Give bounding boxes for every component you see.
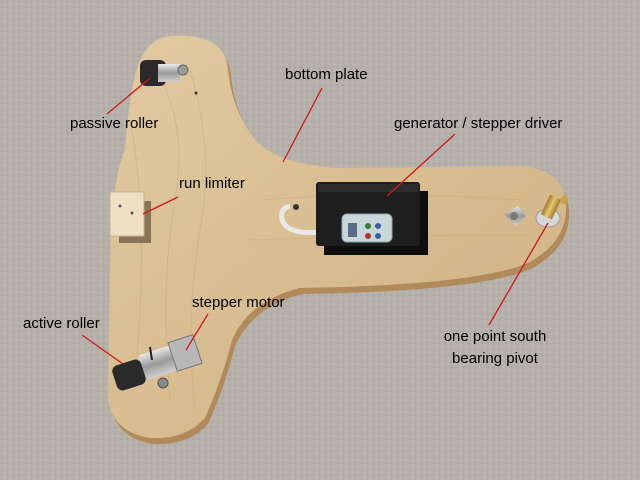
leader-lines [81,77,549,365]
label-pivot-line1: one point south [443,328,547,345]
leader-passive-roller [106,77,151,115]
leader-run-limiter [142,196,179,215]
leader-generator [386,133,456,197]
label-generator: generator / stepper driver [394,115,563,132]
leader-pivot [488,222,549,326]
stepper-motor-assembly [112,334,203,391]
leader-active-roller [81,334,124,365]
label-run-limiter: run limiter [179,175,245,192]
passive-roller [140,60,198,95]
label-passive-roller: passive roller [70,115,159,132]
label-bottom-plate: bottom plate [285,66,368,83]
leader-stepper-motor [185,313,209,351]
bearing-pivot [504,194,568,228]
label-pivot-line2: bearing pivot [452,350,538,367]
generator-box [316,182,428,255]
label-stepper-motor: stepper motor [192,294,285,311]
label-active-roller: active roller [23,315,100,332]
leader-bottom-plate [282,87,323,163]
cable [279,203,319,235]
